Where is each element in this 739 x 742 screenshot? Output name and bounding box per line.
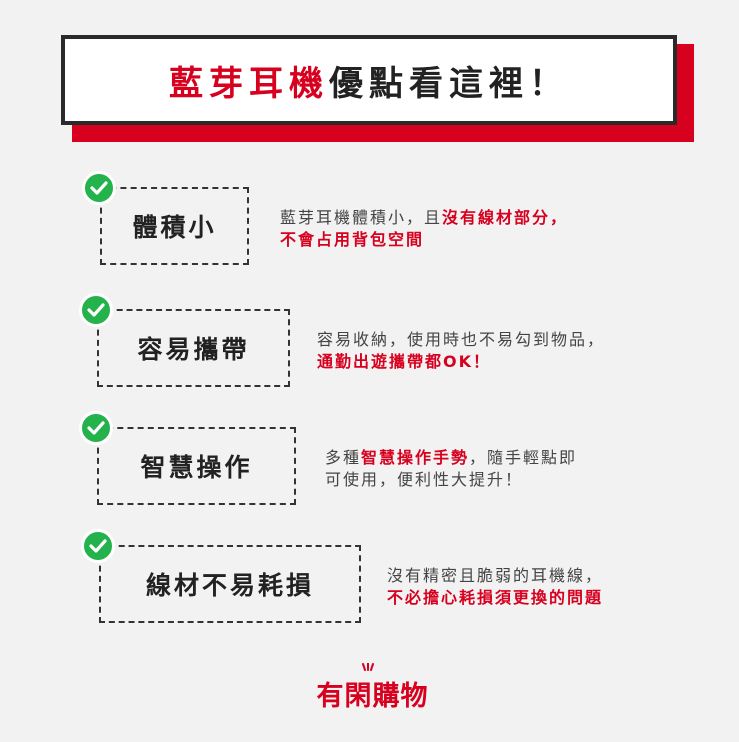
benefit-description: 多種智慧操作手勢，隨手輕點即 可使用，便利性大提升！: [325, 447, 577, 491]
title-rest: 優點看這裡！: [329, 63, 569, 104]
check-icon: [81, 529, 115, 563]
check-icon: [79, 411, 113, 445]
benefit-label-box: 體積小: [100, 187, 249, 265]
brand-logo: 有閑購物: [310, 668, 435, 718]
desc-text: ，隨手輕點即: [469, 448, 578, 467]
logo-sparkle-icon: [362, 663, 374, 671]
benefit-label: 體積小: [132, 213, 217, 242]
desc-line-2: 通勤出遊攜帶都OK！: [317, 351, 605, 373]
benefit-label-box: 容易攜帶: [97, 309, 290, 387]
benefit-label-box: 線材不易耗損: [99, 545, 361, 623]
desc-line-1: 藍芽耳機體積小，且沒有線材部分，: [280, 207, 568, 229]
benefit-label: 線材不易耗損: [145, 571, 314, 600]
benefit-description: 容易收納，使用時也不易勾到物品， 通勤出遊攜帶都OK！: [317, 329, 605, 373]
desc-text-highlight: 通勤出遊攜帶都OK！: [317, 352, 492, 371]
desc-text: 藍芽耳機體積小，且: [280, 208, 443, 227]
desc-text: 多種: [325, 448, 362, 467]
desc-text-highlight: 智慧操作手勢: [361, 448, 470, 467]
brand-logo-text: 有閑購物: [316, 680, 429, 712]
title-highlight: 藍芽耳機: [169, 63, 329, 104]
desc-text-highlight: 沒有線材部分，: [442, 208, 569, 227]
check-icon: [82, 171, 116, 205]
desc-text: 沒有精密且脆弱的耳機線，: [387, 566, 604, 585]
benefit-label-box: 智慧操作: [97, 427, 296, 505]
check-icon: [79, 293, 113, 327]
desc-line-2: 可使用，便利性大提升！: [325, 469, 577, 491]
benefit-label: 智慧操作: [140, 453, 253, 482]
title-banner: 藍芽耳機優點看這裡！: [61, 35, 677, 125]
benefit-label: 容易攜帶: [137, 335, 250, 364]
desc-line-2: 不會占用背包空間: [280, 229, 568, 251]
desc-line-1: 沒有精密且脆弱的耳機線，: [387, 565, 603, 587]
desc-text-highlight: 不必擔心耗損須更換的問題: [387, 588, 604, 607]
benefit-description: 藍芽耳機體積小，且沒有線材部分， 不會占用背包空間: [280, 207, 568, 251]
benefit-description: 沒有精密且脆弱的耳機線， 不必擔心耗損須更換的問題: [387, 565, 603, 609]
desc-line-1: 多種智慧操作手勢，隨手輕點即: [325, 447, 577, 469]
desc-line-1: 容易收納，使用時也不易勾到物品，: [317, 329, 605, 351]
desc-text: 可使用，便利性大提升！: [325, 470, 524, 489]
desc-line-2: 不必擔心耗損須更換的問題: [387, 587, 603, 609]
desc-text: 容易收納，使用時也不易勾到物品，: [317, 330, 606, 349]
desc-text-highlight: 不會占用背包空間: [280, 230, 425, 249]
